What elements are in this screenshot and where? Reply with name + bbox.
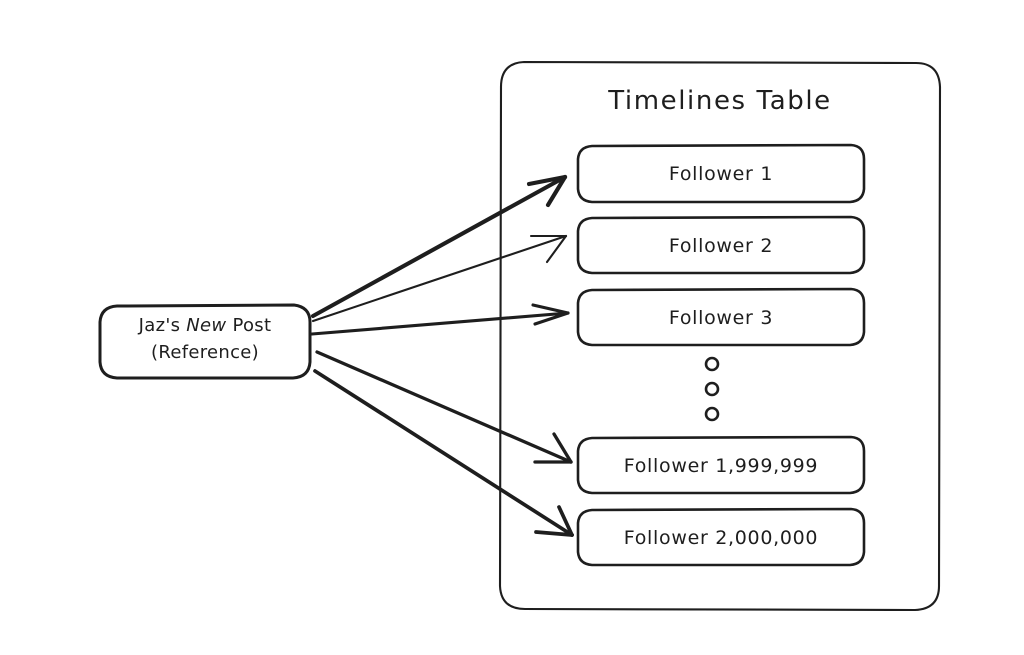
ellipsis-circle-3 [704, 406, 720, 422]
follower-row-2-label: Follower 2 [668, 235, 774, 257]
follower-row-3-label: Follower 3 [668, 307, 774, 329]
timelines-table-title: Timelines Table [608, 86, 832, 116]
follower-row-1-label: Follower 1 [668, 163, 774, 185]
source-node-line-2: (Reference) [151, 342, 259, 363]
arrow-to-follower-2 [311, 234, 568, 323]
source-node-line-1-suffix: Post [226, 315, 272, 336]
source-node-line-1-prefix: Jaz's [138, 315, 187, 336]
source-node-line-1-emphasis: New [186, 315, 227, 336]
ellipsis-circle-1 [704, 356, 720, 372]
arrow-to-follower-1999999 [315, 350, 573, 464]
arrow-to-follower-3 [310, 303, 570, 336]
arrow-to-follower-1 [310, 174, 568, 319]
follower-row-5-label: Follower 2,000,000 [623, 527, 819, 549]
ellipsis-circle-2 [704, 381, 720, 397]
arrow-to-follower-2000000 [313, 369, 574, 537]
source-node-line-1: Jaz's New Post [100, 315, 310, 336]
follower-row-4-label: Follower 1,999,999 [623, 455, 819, 477]
